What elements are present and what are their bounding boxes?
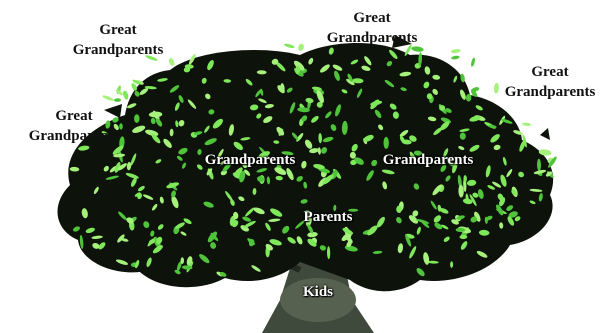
leaf <box>114 98 121 102</box>
label-parents: Parents <box>304 207 353 227</box>
leaf <box>451 48 461 53</box>
leaf <box>284 43 295 49</box>
label-grandparents-right: Grandparents <box>383 150 474 170</box>
leaf <box>451 55 460 60</box>
leaf <box>134 114 139 123</box>
leaf <box>102 94 115 101</box>
leaf <box>122 90 129 100</box>
label-kids: Kids <box>303 282 333 302</box>
leaf <box>297 43 304 52</box>
label-great-grandparents-left: Great Grandparents <box>29 106 120 146</box>
leaf <box>522 122 531 126</box>
leaf <box>470 57 475 67</box>
label-great-grandparents-top-center: Great Grandparents <box>327 8 418 48</box>
label-great-grandparents-top-left: Great Grandparents <box>73 20 164 60</box>
leaf <box>450 261 453 268</box>
label-great-grandparents-right: Great Grandparents <box>505 62 596 102</box>
leaf <box>494 83 500 94</box>
label-grandparents-left: Grandparents <box>205 150 296 170</box>
leaf <box>384 137 389 149</box>
leaf <box>168 57 175 66</box>
leaf <box>181 257 184 264</box>
